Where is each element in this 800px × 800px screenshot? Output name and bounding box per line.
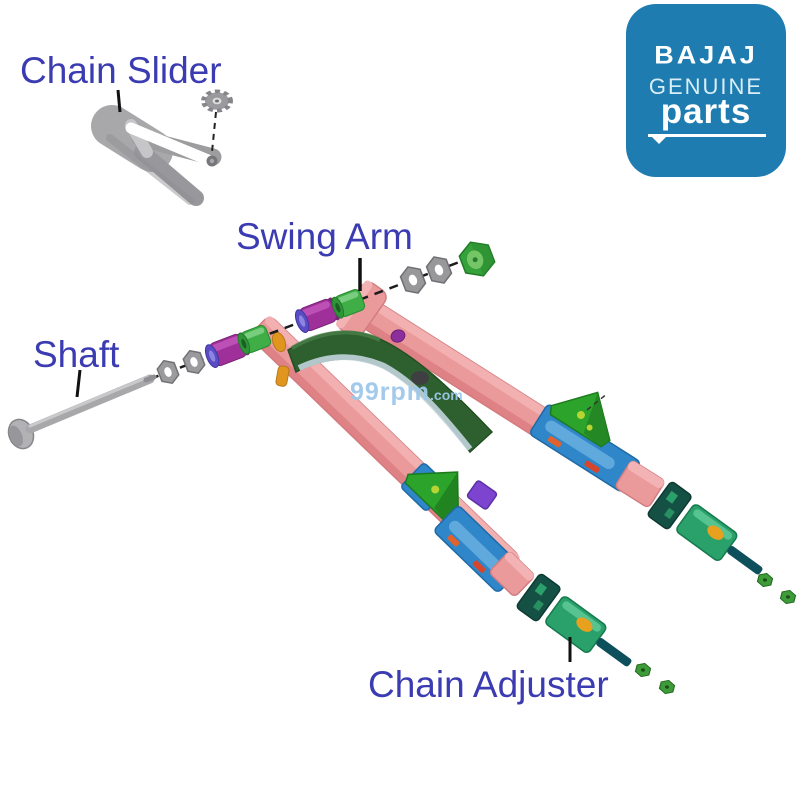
adjuster-plate — [647, 481, 692, 530]
chain-slider-part — [91, 105, 222, 206]
left-purple-block — [466, 480, 498, 510]
washer — [156, 359, 180, 385]
adjuster-nut — [634, 662, 652, 678]
hex-nut — [399, 266, 427, 294]
pivot-bolt-green — [458, 241, 496, 277]
watermark: 99rpm.com — [350, 378, 463, 407]
logo-underline — [648, 134, 766, 137]
genuine-text: GENUINE — [648, 74, 764, 99]
adjuster-rod — [596, 638, 632, 667]
watermark-tld: .com — [430, 387, 463, 403]
bracket-hole — [431, 485, 440, 494]
chain-adjuster-part — [647, 481, 797, 605]
chain-slider-label: Chain Slider — [20, 50, 222, 91]
hex-nut — [425, 256, 453, 284]
brace-knob — [411, 371, 429, 385]
adjuster-orange-detail — [576, 617, 593, 632]
shaft-label: Shaft — [33, 334, 120, 375]
parts-text: parts — [660, 92, 752, 131]
slider-nut-dashed-line — [211, 111, 217, 153]
adjuster-nut — [658, 679, 676, 695]
slot-mark — [447, 534, 460, 547]
right-leg-end-cap — [615, 460, 665, 508]
right-brake-bracket — [549, 391, 611, 448]
swing-arm-label: Swing Arm — [236, 216, 413, 257]
chain-adjuster-part — [516, 573, 676, 695]
pivot-bush-green — [331, 289, 366, 319]
shaft-leader-line — [75, 369, 82, 398]
slot-groove — [448, 520, 500, 571]
shaft-rod — [25, 374, 155, 434]
left-leg-end-cap — [489, 552, 535, 596]
bajaj-brand-text: BAJAJ — [654, 41, 758, 69]
bracket-hole — [576, 411, 585, 420]
bajaj-genuine-parts-logo: BAJAJ GENUINE parts — [626, 4, 786, 177]
watermark-site: 99rpm — [350, 378, 431, 406]
orange-bracket — [275, 365, 290, 387]
chain-slider-leader-line — [116, 89, 122, 113]
adjuster-nut — [779, 589, 797, 605]
adjuster-rod — [727, 546, 763, 575]
bracket-dash-line — [586, 392, 609, 411]
brace-top-highlight — [290, 330, 381, 350]
slot-mark — [472, 560, 486, 573]
bracket-hole — [586, 424, 593, 431]
logo-down-arrow-icon — [652, 137, 666, 144]
slider-slot — [125, 122, 214, 166]
pivot-bush-green — [237, 325, 272, 355]
brace-trim — [297, 354, 473, 451]
slot-mark — [547, 436, 562, 448]
slider-flange-nut — [201, 89, 233, 113]
adjuster-orange-detail — [707, 525, 724, 540]
slot-groove — [545, 420, 615, 470]
brace-purple-boss — [390, 329, 406, 343]
adjuster-plate — [516, 573, 561, 622]
washer — [182, 349, 206, 375]
shaft-tip — [143, 374, 157, 383]
shaft-part — [7, 374, 157, 450]
chain-adjuster-label: Chain Adjuster — [368, 664, 609, 705]
adjuster-nut — [756, 572, 774, 588]
slot-mark — [584, 460, 600, 473]
